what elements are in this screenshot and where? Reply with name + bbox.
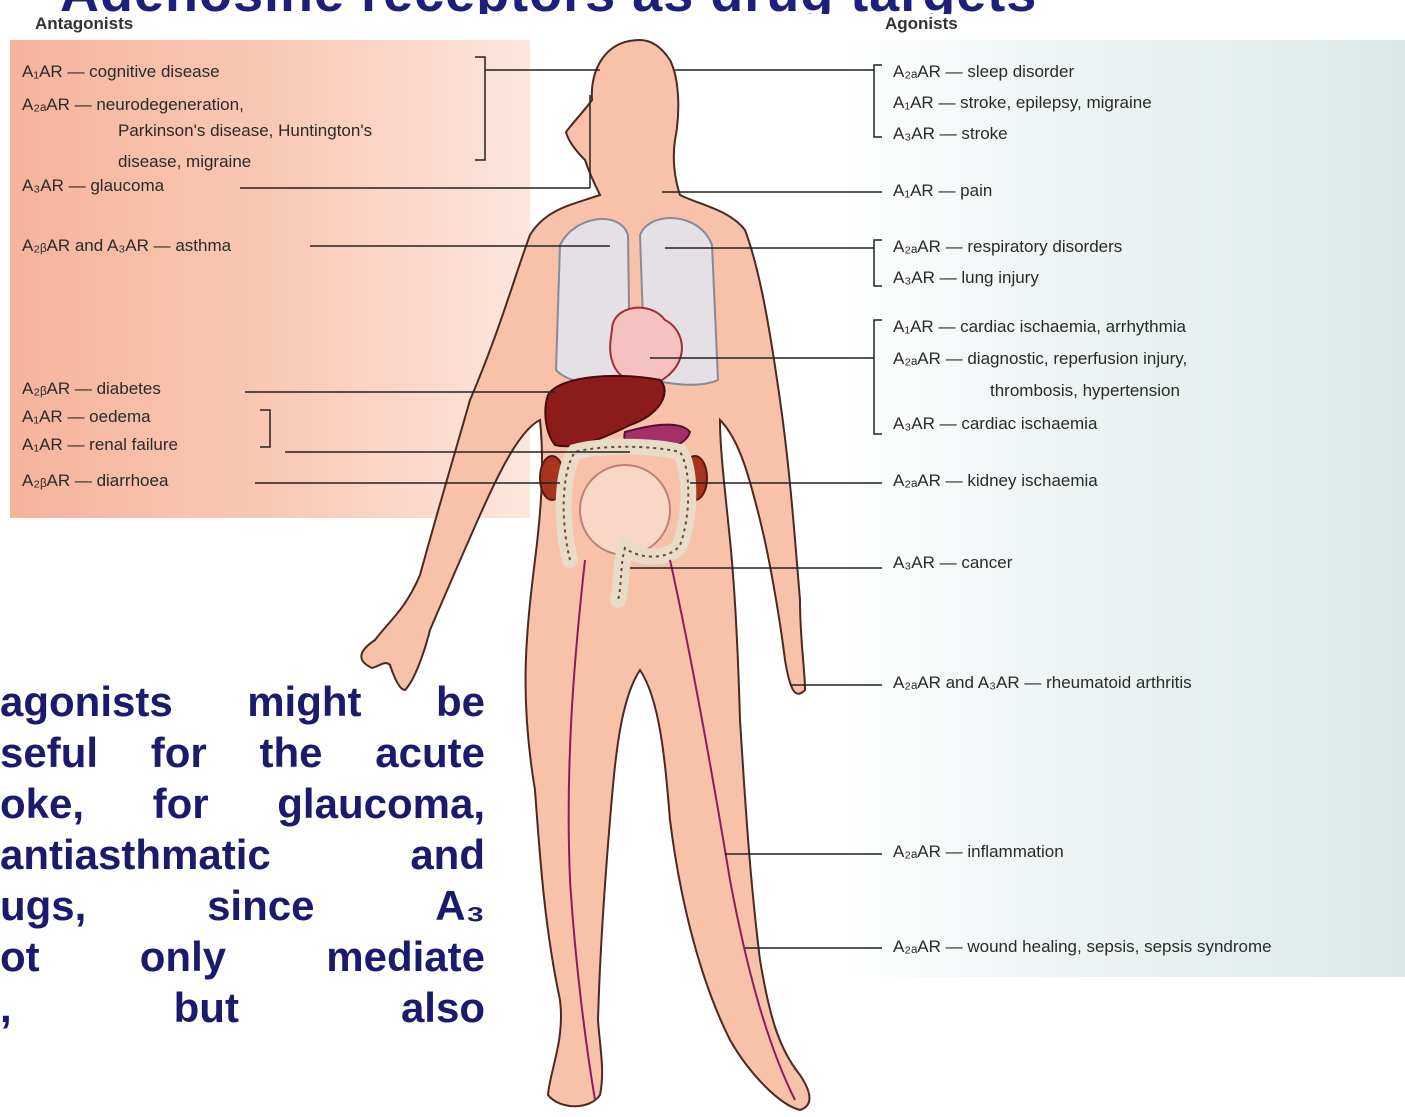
paragraph-line: otonlymediate: [0, 931, 485, 982]
paragraph-line: sefulfortheacute: [0, 727, 485, 778]
paragraph-line: oke,forglaucoma,: [0, 778, 485, 829]
paragraph-line: agonistsmightbe: [0, 676, 485, 727]
agonist-uses-paragraph: agonistsmightbe sefulfortheacute oke,for…: [0, 676, 485, 1033]
paragraph-line: antiasthmaticand: [0, 829, 485, 880]
paragraph-line: ,butalso: [0, 982, 485, 1033]
paragraph-line: ugs,sinceA₃: [0, 880, 485, 931]
